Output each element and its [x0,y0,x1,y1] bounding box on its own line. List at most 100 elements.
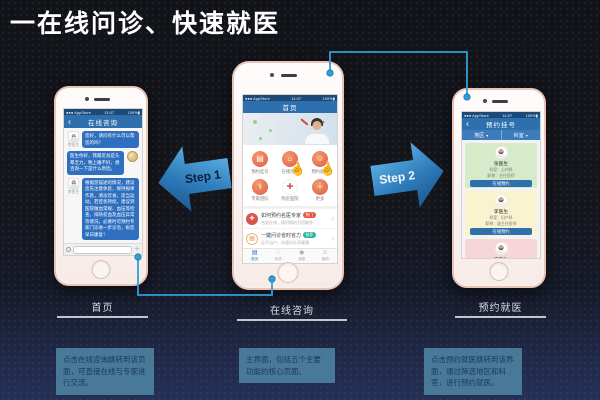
chat-area: 李医生 您好，请问有什么可以帮您的吗？ 医生你好，我最近总是头晕乏力，晚上睡不好… [64,128,142,243]
clock-text: 11:07 [502,112,513,118]
grid-item-register[interactable]: ▤ 预约挂号 [245,149,275,177]
decor-dot [259,137,262,140]
news-list-item[interactable]: ▤ 一键问诊省时省力推荐 足不出户，快速问诊享健康 › [243,228,337,248]
doctor-identity: 李医生 [67,131,80,148]
home-screen: ●●● AppStore 11:07 100%▮ 首页 [242,94,338,264]
patient-avatar [127,151,138,163]
decor-dot [253,120,257,124]
phone-home: ●●● AppStore 11:07 100%▮ 首页 [232,61,344,290]
hand-cursor-icon: ☝ [286,158,308,179]
booking-icon: ☺☝ [311,151,337,178]
caption-home: 首页 [91,303,114,314]
book-button[interactable]: 在线预约 [470,228,532,236]
doctor-card[interactable]: 李医生 科室：妇产科 职称：副主任医师 在线预约 [465,191,537,236]
hospital-icon: ✚ [281,178,298,195]
chevron-right-icon: › [331,213,334,223]
carrier-text: ●●● AppStore [66,109,91,115]
doctor-avatar [68,177,79,189]
hot-badge: 热门 [303,212,316,218]
guide-icon: ▤ [246,232,258,245]
doctor-avatar [68,131,79,142]
page-title: 一在线问诊、快速就医 [10,10,281,38]
news-list-item[interactable]: ✚ 如何预约名医专家热门 名医在线，随时随地为您解答 › [243,208,337,228]
profile-tab-icon: ☺ [322,250,329,257]
experts-icon: ⚕ [251,178,268,195]
battery-text: 100%▮ [127,109,140,115]
carousel-dots [285,141,295,143]
step1-arrow: Step 1 [154,140,234,215]
feature-grid: ▤ 预约挂号 ⌂☝ 在线咨询 ☺☝ 预约就医 ⚕ 专家团队 [243,145,337,206]
home-button[interactable] [91,260,111,279]
home-tab-icon: ▤ [251,250,258,257]
grid-item-experts[interactable]: ⚕ 专家团队 [245,177,275,205]
home-nav-title: 首页 [282,105,298,112]
doctor-photo [494,242,508,255]
consult-icon: ⌂☝ [281,151,307,178]
grid-item-consult[interactable]: ⌂☝ 在线咨询 [275,149,307,178]
caption-consult: 在线咨询 [270,306,314,317]
chat-message-doctor: 李医生 您好，请问有什么可以帮您的吗？ [67,131,139,149]
doctor-name: 李医生 [67,143,80,147]
camera-icon [270,73,274,77]
plus-icon[interactable]: ＋ [133,246,140,253]
chat-bubble: 医生你好，我最近总是头晕乏力，晚上睡不好，想咨询一下是什么原因。 [67,151,124,175]
carrier-text: ●●● AppStore [464,112,489,118]
booking-screen: ●●● AppStore 11:07 100%▮ ‹ 预约挂号 地区▾ 科室▾ … [461,111,541,259]
doctor-card[interactable]: 王医生 科室：儿科 职称：主治医师 在线预约 [465,239,537,258]
description-chat: 点击在线咨询跳转到该页面，可直接在线与专家进行交流。 [56,348,154,395]
chat-navbar: ‹ 在线咨询 [64,115,142,128]
chat-nav-title: 在线咨询 [88,119,118,127]
doctor-photo [494,146,508,159]
grid-item-booking[interactable]: ☺☝ 预约就医 [305,149,337,178]
filter-bar: 地区▾ 科室▾ [462,130,540,140]
book-button[interactable]: 在线预约 [470,180,532,188]
banner-carousel[interactable] [243,113,337,145]
home-button[interactable] [277,262,299,283]
department-filter[interactable]: 科室▾ [500,130,541,140]
decor-dot [269,129,272,132]
tab-bar: ▤首页 ♡问诊 ◉消息 ☺我的 [243,248,337,263]
home-button[interactable] [489,262,509,281]
region-filter[interactable]: 地区▾ [474,132,489,139]
step1-label: Step 1 [184,167,222,187]
battery-text: 100%▮ [322,95,335,101]
caption-booking: 预约就医 [478,303,523,314]
grid-item-more[interactable]: ＋ 更多 [305,177,335,205]
patient-identity [126,151,139,163]
dropdown-icon: ▾ [486,132,489,138]
status-bar: ●●● AppStore 11:07 100%▮ [64,109,142,115]
step2-label: Step 2 [378,168,416,187]
more-icon: ＋ [311,178,328,195]
battery-text: 100%▮ [525,112,538,118]
booking-nav-title: 预约挂号 [486,122,516,129]
camera-icon [85,97,89,101]
caption-underline [237,319,347,321]
chat-input-bar: ＋ [64,243,142,255]
hand-cursor-icon: ☝ [316,158,338,179]
caption-underline [57,316,148,318]
doctor-photo [494,194,508,207]
caption-underline [455,316,546,318]
hot-topic-icon: ✚ [246,212,258,225]
tab-messages[interactable]: ◉消息 [298,250,306,261]
messages-tab-icon: ◉ [299,250,305,257]
message-input[interactable] [73,245,132,254]
register-icon: ▤ [251,151,268,167]
carrier-text: ●●● AppStore [245,95,270,101]
speaker-icon [94,98,110,101]
back-icon[interactable]: ‹ [466,118,469,129]
tab-profile[interactable]: ☺我的 [321,250,329,261]
chat-screen: ●●● AppStore 11:07 100%▮ ‹ 在线咨询 李医生 您好，请… [63,108,143,256]
doctor-card[interactable]: 张医生 科室：心内科 职称：主任医师 在线预约 [465,143,537,188]
clock-text: 11:07 [291,95,302,101]
chat-bubble: 您好，请问有什么可以帮您的吗？ [82,131,139,149]
voice-icon[interactable] [66,247,71,252]
back-icon[interactable]: ‹ [68,116,71,126]
step2-arrow: Step 2 [368,138,448,213]
chevron-right-icon: › [331,233,334,243]
tab-home[interactable]: ▤首页 [251,250,259,261]
divider [243,206,337,208]
tab-consult[interactable]: ♡问诊 [274,250,282,261]
grid-item-hospitals[interactable]: ✚ 附近医院 [275,177,305,205]
